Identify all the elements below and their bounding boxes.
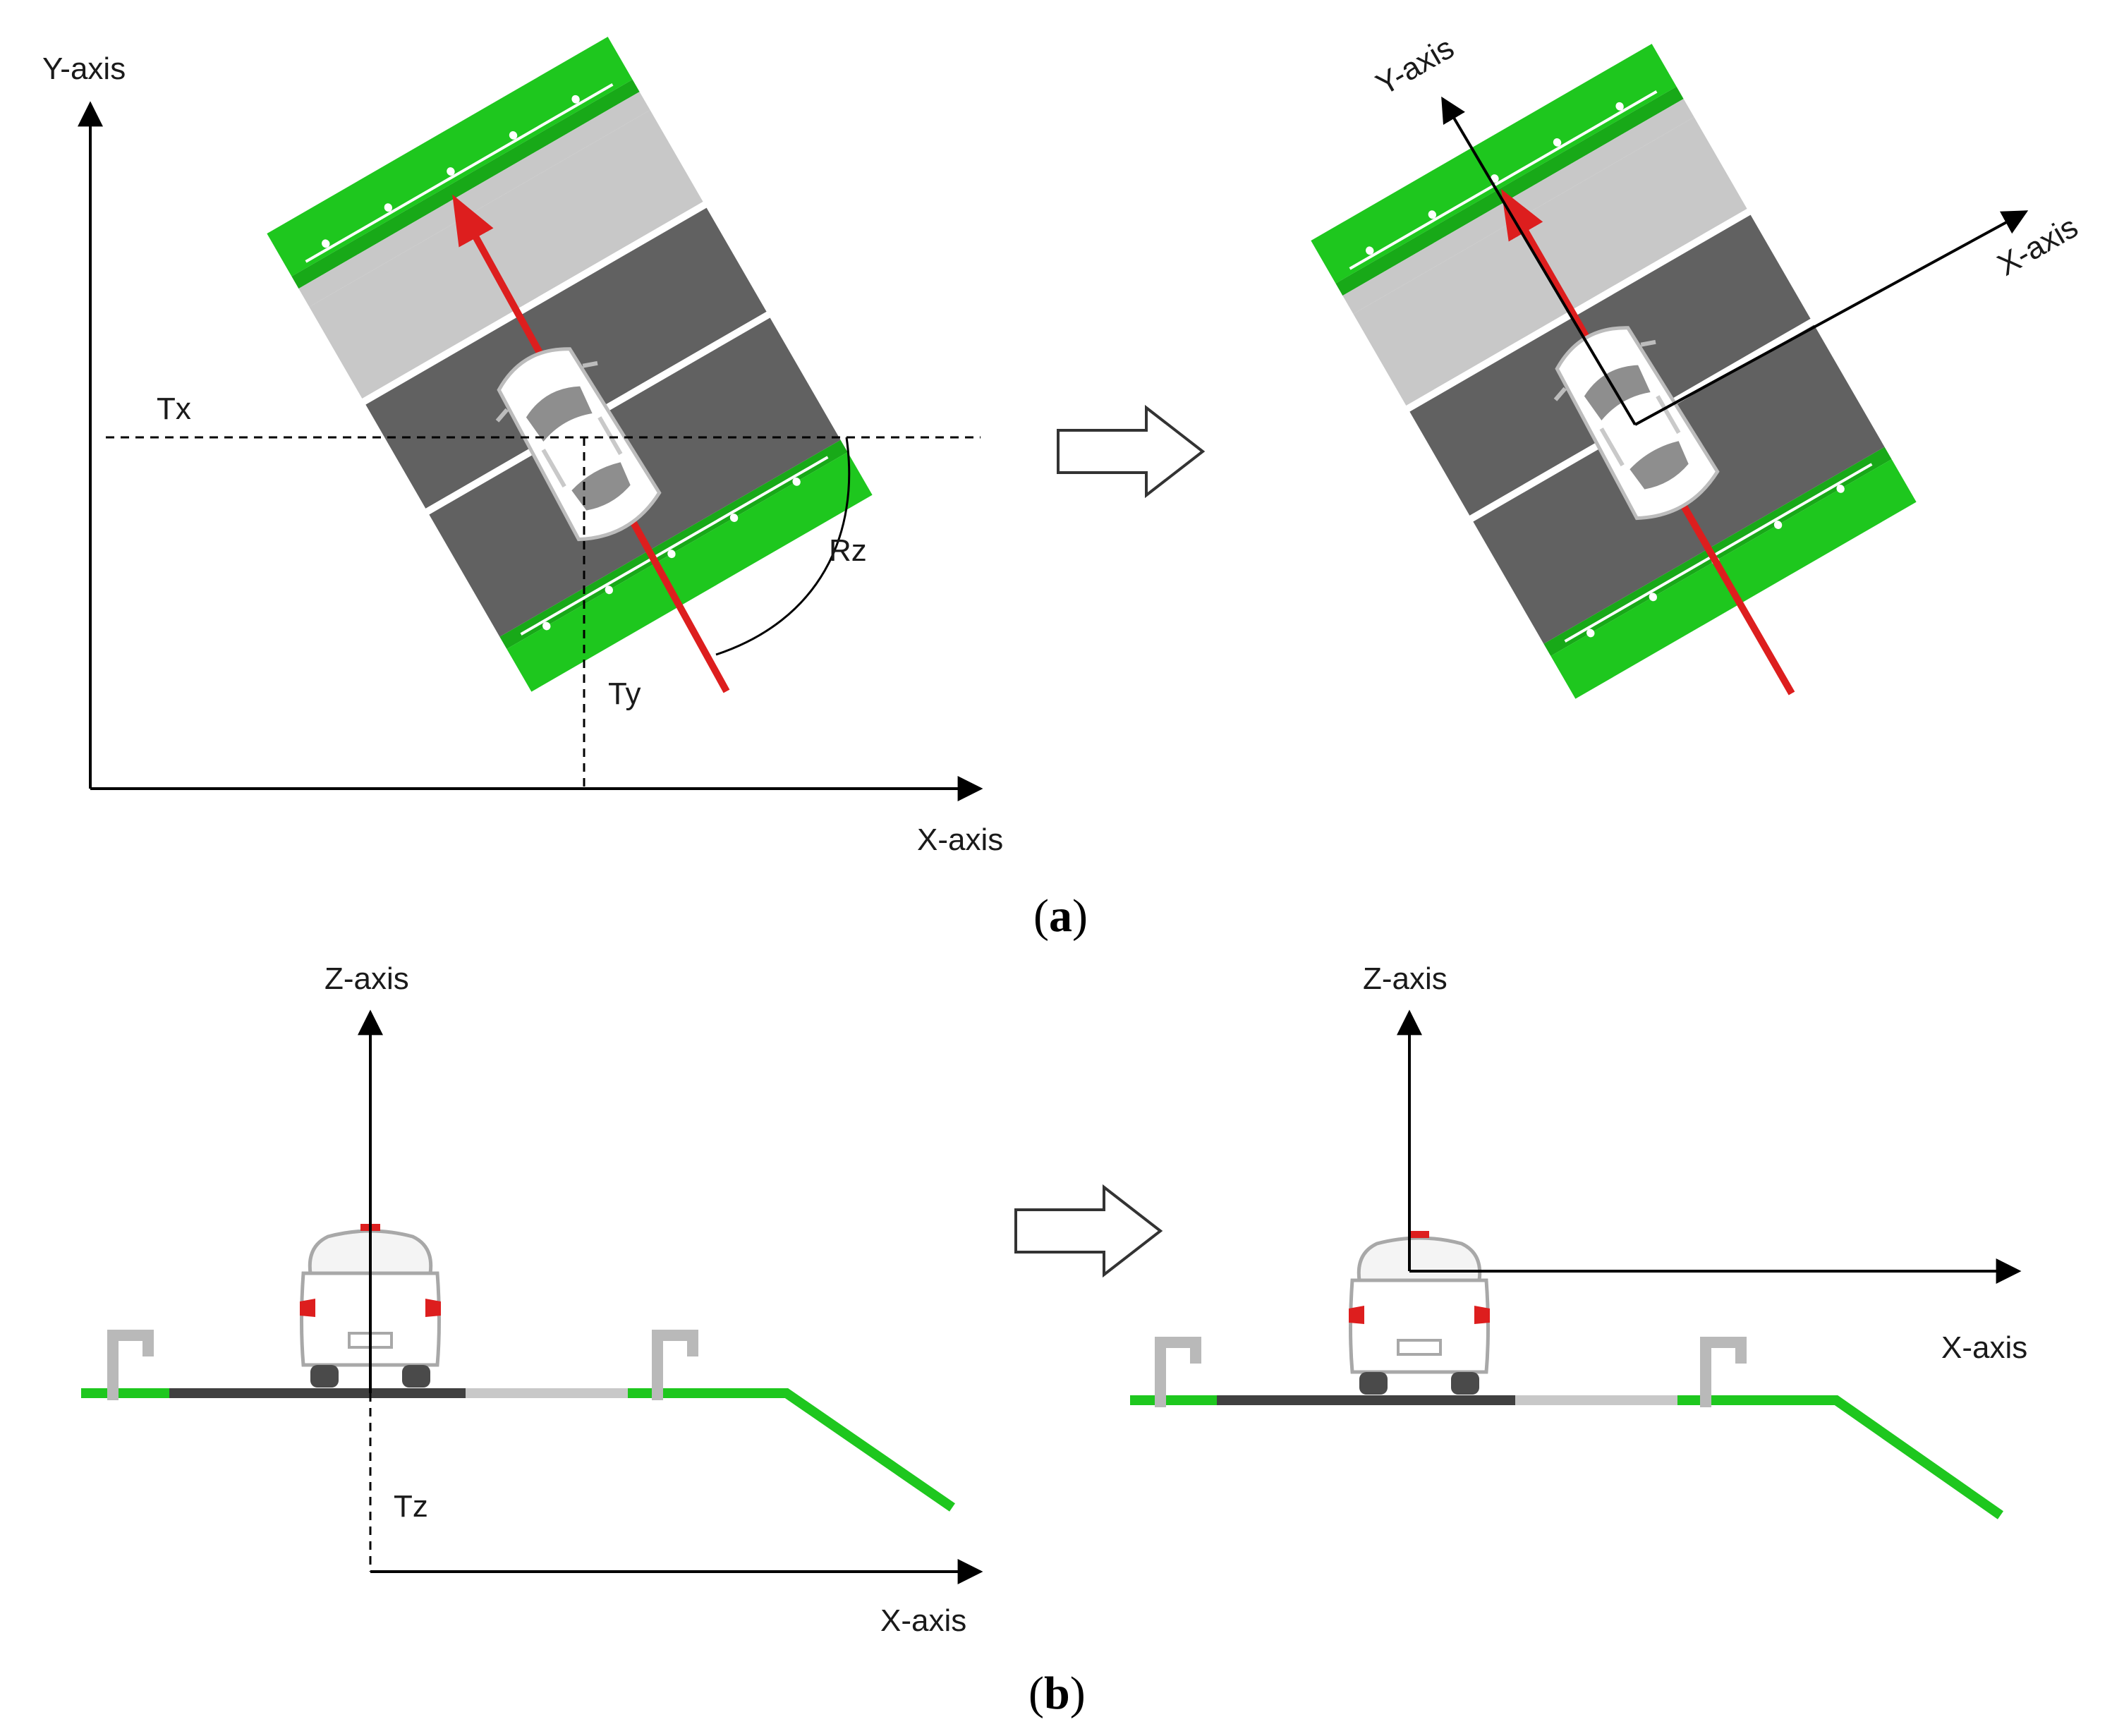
z-axis-label: Z-axis bbox=[324, 961, 409, 996]
car-rear-view-icon bbox=[1349, 1231, 1490, 1395]
caption-b: (b) bbox=[1028, 1668, 1086, 1719]
rz-label: Rz bbox=[829, 533, 867, 568]
panel-b-left: Z-axis X-axis Tz bbox=[81, 961, 983, 1638]
x-axis-label: X-axis bbox=[880, 1603, 966, 1638]
y-axis-label: Y-axis bbox=[42, 51, 126, 86]
x-axis-label: X-axis bbox=[917, 823, 1003, 857]
road-cross-section bbox=[81, 1388, 955, 1512]
ty-label: Ty bbox=[608, 676, 641, 711]
tz-label: Tz bbox=[394, 1489, 428, 1524]
local-y-axis-line bbox=[1441, 96, 1637, 426]
caption-a: (a) bbox=[1033, 890, 1088, 942]
local-x-axis-label: X-axis bbox=[1992, 210, 2084, 283]
rz-arc bbox=[715, 437, 851, 656]
local-x-axis-line bbox=[1634, 210, 2029, 426]
panel-a-right: Y-axis X-axis bbox=[1309, 30, 2084, 700]
tx-label: Tx bbox=[157, 391, 191, 426]
road-cross-section bbox=[1130, 1395, 2004, 1519]
local-y-axis-label: Y-axis bbox=[1371, 30, 1460, 102]
hollow-right-arrow-icon bbox=[1014, 1186, 1162, 1276]
hollow-right-arrow-icon bbox=[1057, 406, 1204, 497]
panel-b-right: Z-axis X-axis bbox=[1130, 961, 2027, 1519]
panel-a-left: Y-axis X-axis Tx Ty Rz bbox=[42, 35, 1003, 857]
x-axis-label: X-axis bbox=[1941, 1330, 2027, 1365]
z-axis-label: Z-axis bbox=[1363, 961, 1448, 996]
